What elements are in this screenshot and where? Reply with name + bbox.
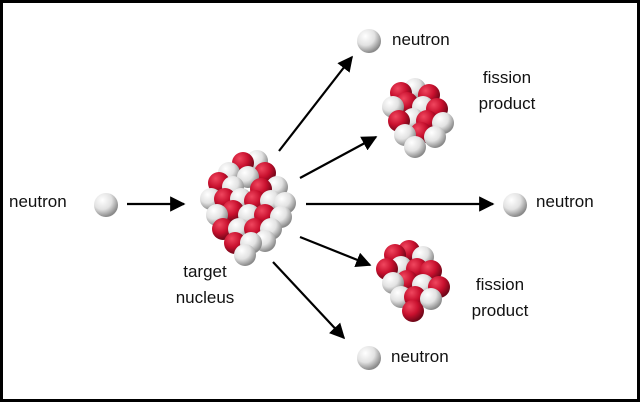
- label-fission-bottom-line2: product: [471, 301, 529, 320]
- fission-product-top: [382, 78, 454, 158]
- fission-diagram: [94, 29, 527, 370]
- label-fission-top-line1: fission: [482, 68, 532, 87]
- arrow-to-fission-bottom: [299, 235, 372, 268]
- label-fission-bottom-line1: fission: [475, 275, 525, 294]
- fission-product-bottom: [376, 240, 450, 322]
- neutron-top-ball: [357, 29, 381, 53]
- neutron-bottom-ball: [357, 346, 381, 370]
- target-nucleus: [200, 150, 296, 266]
- neutron-sphere: [234, 244, 256, 266]
- arrow-to-fission-top: [299, 136, 378, 179]
- label-target-line1: target: [183, 262, 227, 281]
- label-neutron-bottom: neutron: [391, 347, 449, 366]
- neutron-sphere: [420, 288, 442, 310]
- label-neutron-right: neutron: [536, 192, 594, 211]
- label-target-line2: nucleus: [175, 288, 235, 307]
- diagram-frame: neutron target nucleus neutron fission p…: [3, 3, 637, 399]
- arrow-to-neutron-top: [278, 55, 353, 152]
- label-neutron-incoming: neutron: [9, 192, 67, 211]
- neutron-sphere: [404, 136, 426, 158]
- label-neutron-top: neutron: [392, 30, 450, 49]
- arrow-to-neutron-bottom: [272, 261, 346, 340]
- neutron-incoming-ball: [94, 193, 118, 217]
- neutron-right-ball: [503, 193, 527, 217]
- proton-sphere: [402, 300, 424, 322]
- label-fission-top-line2: product: [478, 94, 536, 113]
- neutron-sphere: [424, 126, 446, 148]
